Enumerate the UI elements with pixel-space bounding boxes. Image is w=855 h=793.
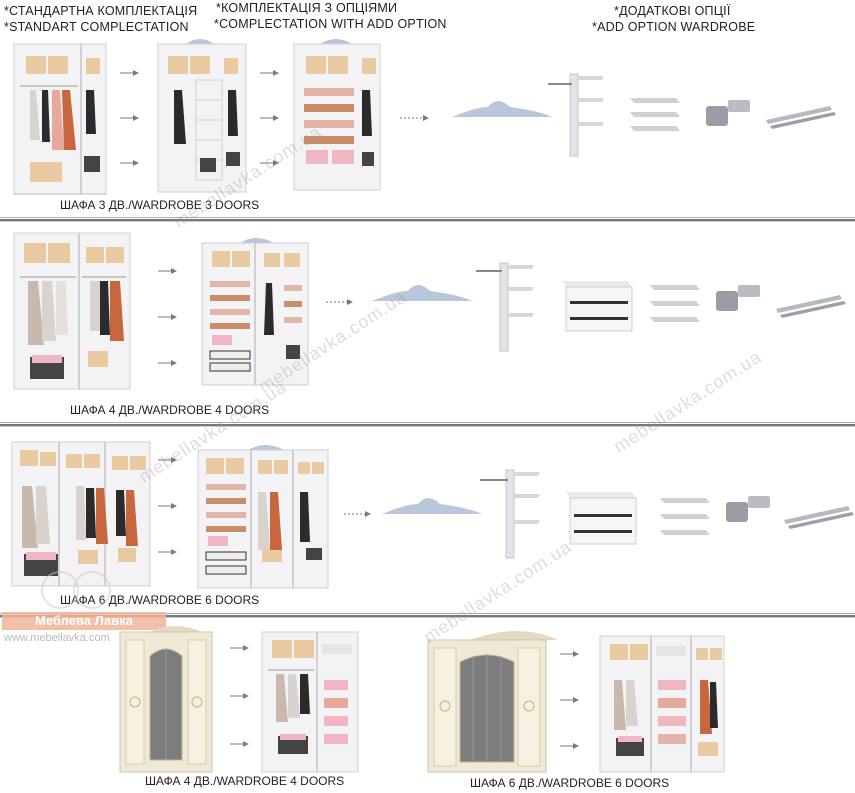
wardrobe-3-standard xyxy=(13,43,107,195)
drawer-unit-icon xyxy=(566,492,637,545)
header-with-options: *КОМПЛЕКТАЦІЯ З ОПЦІЯМИ *COMPLECTATION W… xyxy=(214,0,447,32)
wardrobe-4-with-options xyxy=(201,238,309,386)
header-standard: *СТАНДАРТНА КОМПЛЕКТАЦІЯ *STANDART COMPL… xyxy=(4,3,197,35)
header-with-options-ua: *КОМПЛЕКТАЦІЯ З ОПЦІЯМИ xyxy=(216,1,398,15)
drawer-rail-icon xyxy=(766,106,836,129)
wardrobe-4-open-classic xyxy=(261,631,359,773)
shelves-icon xyxy=(660,498,710,535)
hinge-icon xyxy=(706,100,750,126)
wardrobe-6-with-options xyxy=(197,445,329,589)
header-with-options-en: *COMPLECTATION WITH ADD OPTION xyxy=(214,17,447,31)
drawer-rail-icon xyxy=(776,295,846,318)
row-1-caption: ШАФА 3 ДВ./WARDROBE 3 DOORS xyxy=(60,198,260,212)
drawer-rail-icon xyxy=(784,506,854,529)
header-add-options-en: *ADD OPTION WARDROBE xyxy=(592,20,756,34)
wardrobe-6-closed-classic xyxy=(427,631,558,773)
shelf-frame-icon xyxy=(480,469,540,559)
hinge-icon xyxy=(726,496,770,522)
header-standard-en: *STANDART COMPLECTATION xyxy=(4,20,189,34)
row-2-caption: ШАФА 4 ДВ./WARDROBE 4 DOORS xyxy=(70,403,270,417)
row-divider-3 xyxy=(0,613,855,618)
logo-mark-icon xyxy=(41,571,111,609)
wardrobe-3-with-options xyxy=(157,39,247,193)
header-add-options: *ДОДАТКОВІ ОПЦІЇ *ADD OPTION WARDROBE xyxy=(592,3,755,35)
header-standard-ua: *СТАНДАРТНА КОМПЛЕКТАЦІЯ xyxy=(4,4,198,18)
shelf-frame-icon xyxy=(548,73,604,157)
wardrobe-6-standard xyxy=(11,441,151,587)
row-divider-1 xyxy=(0,217,855,222)
bottom-left-caption: ШАФА 4 ДВ./WARDROBE 4 DOORS xyxy=(145,774,345,788)
bottom-illustration xyxy=(119,626,725,773)
logo-url: www.mebellavka.com xyxy=(4,632,110,644)
row-2-illustration xyxy=(13,232,846,390)
hinge-icon xyxy=(716,285,760,311)
wardrobe-6-open-classic xyxy=(599,635,725,773)
drawer-unit-icon xyxy=(562,281,633,332)
row-1-illustration xyxy=(13,39,836,195)
row-divider-2 xyxy=(0,422,855,427)
row-3-illustration xyxy=(11,441,854,589)
shelves-icon xyxy=(630,98,680,131)
wardrobe-4-closed-classic xyxy=(119,626,213,773)
shelf-frame-icon xyxy=(476,262,534,352)
logo-name: Меблева Лавка xyxy=(2,612,166,630)
bottom-right-caption: ШАФА 6 ДВ./WARDROBE 6 DOORS xyxy=(470,776,670,790)
header-add-options-ua: *ДОДАТКОВІ ОПЦІЇ xyxy=(614,4,731,18)
wardrobe-3-full xyxy=(293,39,381,191)
crest-decor-icon xyxy=(382,498,482,514)
wardrobe-4-standard xyxy=(13,232,131,390)
shelves-icon xyxy=(650,285,700,322)
crest-decor-icon xyxy=(372,285,472,301)
crest-decor-icon xyxy=(452,101,552,117)
